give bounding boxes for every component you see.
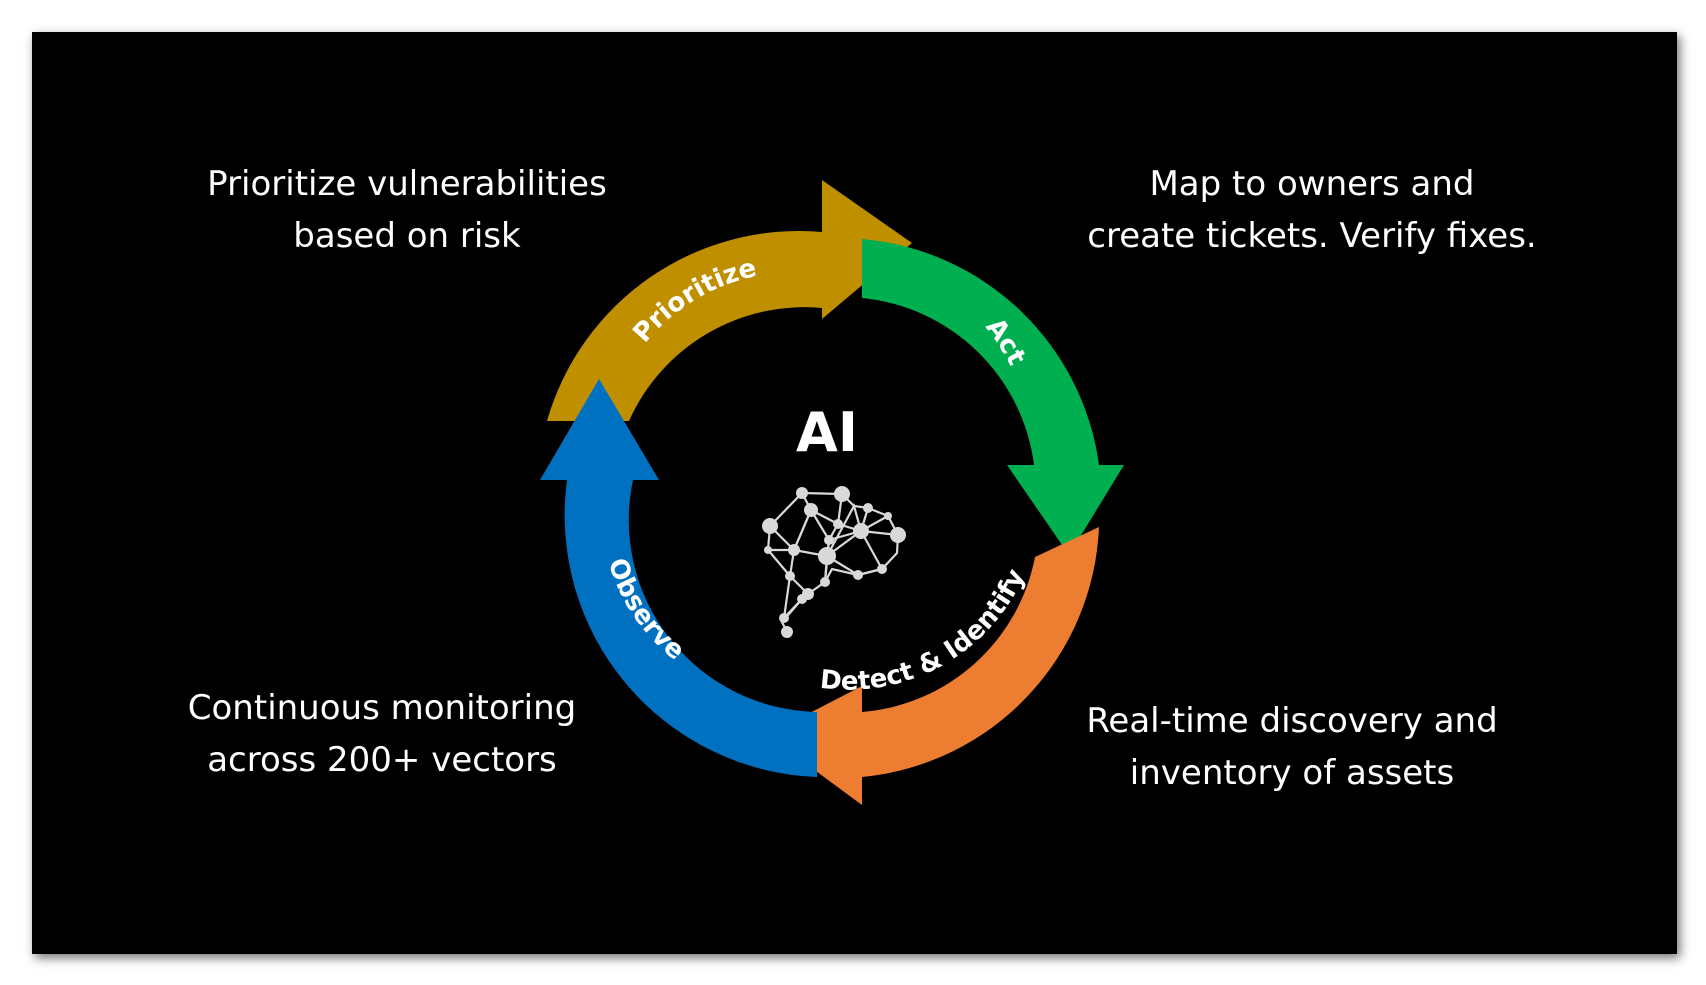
center-title: AI — [796, 401, 858, 464]
prioritize-arrow — [547, 180, 912, 421]
act-description-line-2: create tickets. Verify fixes. — [1087, 216, 1537, 256]
slide-canvas: Prioritize vulnerabilities based on risk… — [32, 32, 1677, 954]
act-description: Map to owners and create tickets. Verify… — [1052, 158, 1572, 262]
cycle-diagram: Prioritize Act Detect & Identify Observe… — [540, 180, 1124, 805]
act-description-line-1: Map to owners and — [1149, 164, 1475, 204]
detect-arrow — [767, 527, 1099, 805]
detect-description-line-2: inventory of assets — [1129, 753, 1455, 793]
prioritize-description-line-2: based on risk — [293, 216, 521, 256]
observe-description: Continuous monitoring across 200+ vector… — [132, 682, 632, 786]
act-arrow — [862, 239, 1124, 555]
observe-description-line-2: across 200+ vectors — [207, 740, 557, 780]
brain-network-icon — [762, 486, 906, 638]
prioritize-description-line-1: Prioritize vulnerabilities — [207, 164, 607, 204]
prioritize-description: Prioritize vulnerabilities based on risk — [142, 158, 672, 262]
observe-arrow — [540, 379, 817, 777]
observe-description-line-1: Continuous monitoring — [187, 688, 577, 728]
detect-description: Real-time discovery and inventory of ass… — [1042, 695, 1542, 799]
detect-description-line-1: Real-time discovery and — [1086, 701, 1498, 741]
